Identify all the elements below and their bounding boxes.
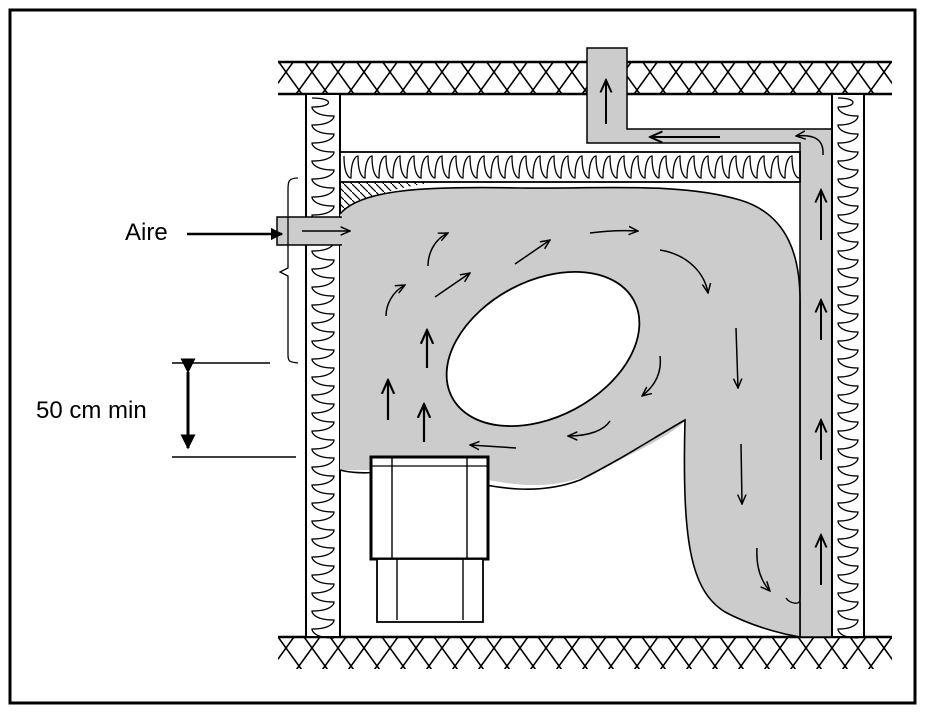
hatched-corner: [340, 182, 435, 214]
sauna-heater: [369, 455, 490, 623]
flow-arrows: [302, 80, 823, 591]
ceiling-structure: [278, 60, 892, 96]
min-distance-label: 50 cm min: [36, 397, 147, 424]
air-inlet-label: Aire: [125, 219, 168, 246]
left-wall-insulation: [305, 93, 341, 639]
airflow-outline: [339, 186, 801, 638]
frame-border: [8, 8, 917, 705]
right-wall-insulation: [831, 93, 865, 639]
arrow-duct-corner: [796, 136, 824, 156]
clear-zone-oval: [445, 271, 641, 427]
zone-brace: [278, 177, 299, 364]
ceiling-insulation: [339, 151, 801, 183]
floor-structure: [278, 635, 892, 669]
